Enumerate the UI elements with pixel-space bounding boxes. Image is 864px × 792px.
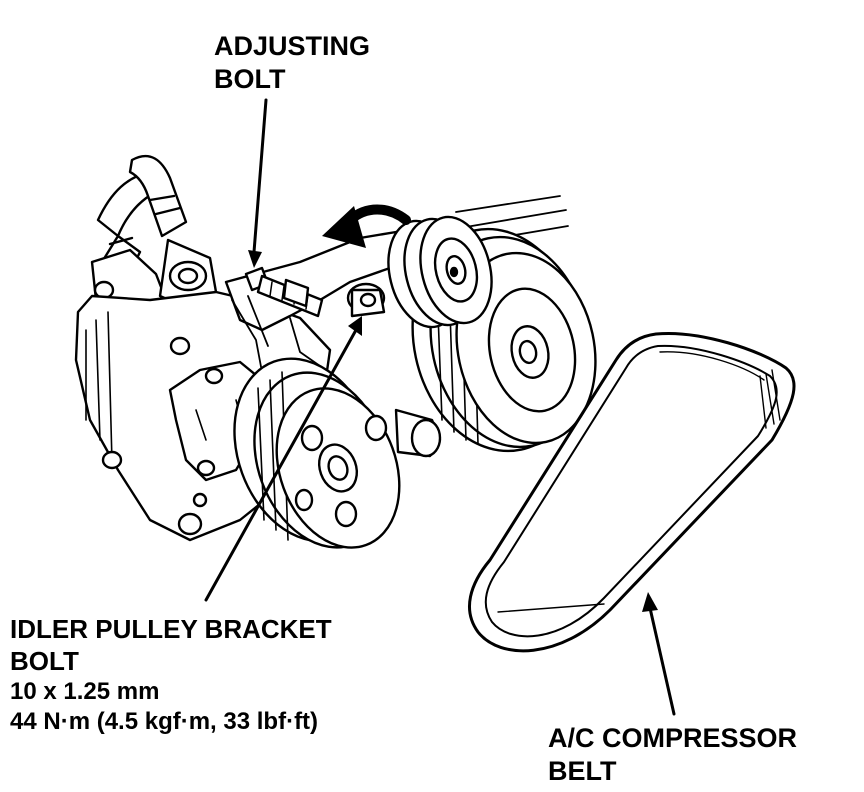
idler-pulley [387, 215, 493, 329]
idler-bolt-size: 10 x 1.25 mm [10, 678, 160, 706]
ac-compressor-belt [468, 331, 796, 653]
ac-compressor-belt-label: A/C COMPRESSOR BELT [548, 722, 797, 788]
idler-pulley-bracket-bolt [346, 282, 386, 318]
adjusting-bolt-leader [252, 98, 268, 254]
compressor-clutch-pulley [233, 357, 401, 549]
belt-leader [648, 606, 676, 716]
adjusting-bolt-label-line1: ADJUSTING [214, 31, 371, 61]
idler-bolt-torque: 44 N·m (4.5 kgf·m, 33 lbf·ft) [10, 707, 319, 735]
adjusting-bolt [244, 266, 324, 318]
idler-bolt-label-line2: BOLT [10, 645, 79, 676]
compressor-boss [394, 408, 442, 458]
adjusting-bolt-label-line2: BOLT [214, 63, 286, 94]
adjusting-bolt-label: ADJUSTING BOLT [214, 30, 370, 96]
belt-label-line2: BELT [548, 755, 617, 786]
idler-bolt-leader [204, 328, 358, 602]
leader-lines [204, 98, 676, 716]
idler-pulley-bracket-bolt-label: IDLER PULLEY BRACKET BOLT 10 x 1.25 mm 4… [10, 614, 332, 736]
rotation-direction-arrow [322, 204, 411, 248]
belt-label-line1: A/C COMPRESSOR [548, 723, 798, 753]
idler-bolt-label-line1: IDLER PULLEY BRACKET [10, 614, 332, 644]
